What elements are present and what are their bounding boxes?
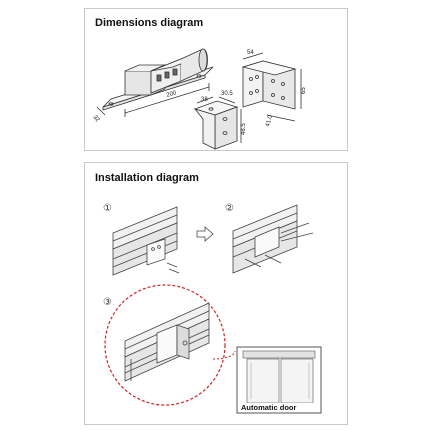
dimensions-title: Dimensions diagram xyxy=(95,17,204,29)
step-2-marker: ② xyxy=(225,203,234,214)
small-top-b-label: 30.5 xyxy=(221,91,233,97)
installation-drawing: ① ② ③ xyxy=(103,203,322,414)
dim-length-label: 200 xyxy=(166,90,178,99)
automatic-door-label: Automatic door xyxy=(241,403,296,412)
dimensions-panel: Dimensions diagram xyxy=(84,8,348,151)
step-2-rail xyxy=(232,204,314,274)
step-3-marker: ③ xyxy=(103,297,112,308)
dimensions-drawing: 200 32 54 65 41.0 xyxy=(91,48,307,150)
step-3-rail xyxy=(124,302,210,382)
lock-motor-body xyxy=(124,70,152,96)
bracket-top-label: 54 xyxy=(247,50,254,56)
step-3-zoom-callout xyxy=(104,284,226,406)
installation-title: Installation diagram xyxy=(95,172,199,184)
installation-panel: Installation diagram ① ② xyxy=(84,162,348,425)
small-top-a-label: 38 xyxy=(201,97,208,103)
automatic-door-box: Automatic door xyxy=(236,346,322,414)
zoom-connector xyxy=(212,350,236,360)
step-1-rail xyxy=(112,206,180,276)
dim-width-label: 32 xyxy=(91,114,100,123)
step-arrow-icon xyxy=(196,226,214,242)
step-1-marker: ① xyxy=(103,203,112,214)
bracket-side-label: 65 xyxy=(301,87,307,94)
bracket-inner-label: 41.0 xyxy=(265,114,274,127)
small-side-label: 48.5 xyxy=(241,123,247,135)
